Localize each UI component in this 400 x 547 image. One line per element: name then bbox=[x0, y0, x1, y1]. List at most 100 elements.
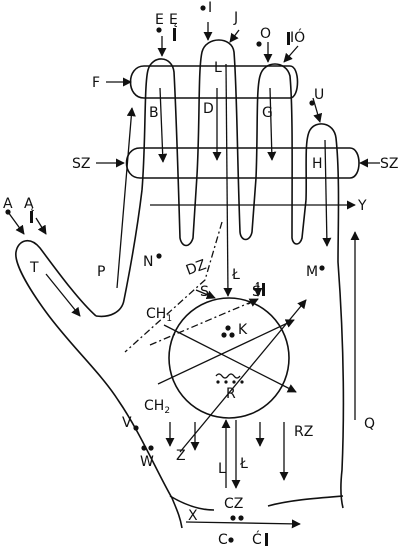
arrow-g bbox=[267, 87, 277, 161]
label-rz: RZ bbox=[294, 424, 313, 440]
arrow-a bbox=[7, 211, 25, 235]
dot-k-1 bbox=[225, 325, 231, 331]
label-y: Y bbox=[357, 198, 367, 214]
arrow-ch1 bbox=[163, 324, 297, 393]
label-sz-right: SZ bbox=[380, 156, 398, 172]
arrow-l-top bbox=[223, 63, 233, 297]
dot-cz-1 bbox=[230, 515, 236, 521]
label-l-bottom: L bbox=[218, 461, 226, 477]
dot-r-4 bbox=[240, 380, 244, 384]
label-l-stroke: Ł bbox=[231, 267, 240, 283]
dot-w-2 bbox=[148, 445, 154, 451]
arrow-s bbox=[195, 289, 216, 300]
label-ch1: CH1 bbox=[146, 306, 172, 324]
label-l-stroke-bottom: Ł bbox=[239, 456, 248, 472]
arrow-ch2 bbox=[157, 319, 295, 385]
little-finger-outline bbox=[305, 123, 340, 263]
dot-a bbox=[5, 209, 11, 215]
label-a: A bbox=[3, 196, 13, 212]
dot-k-2 bbox=[221, 332, 227, 338]
bar-io bbox=[287, 32, 290, 45]
thumb-outline bbox=[15, 240, 183, 529]
dot-k-3 bbox=[229, 332, 235, 338]
label-cz: CZ bbox=[224, 496, 243, 512]
wrist-crease-right bbox=[267, 495, 344, 507]
index-finger-outline bbox=[141, 58, 198, 247]
dot-w-1 bbox=[141, 445, 147, 451]
dz-line-right bbox=[149, 299, 257, 346]
letter-labels: E Ę I J O IÓ F L U B D G SZ H SZ Y A Ą T… bbox=[3, 0, 398, 547]
label-l-top: L bbox=[214, 60, 222, 76]
arrow-a-ogonek bbox=[35, 217, 47, 235]
label-q: Q bbox=[364, 416, 375, 432]
label-r: R bbox=[226, 386, 236, 402]
dot-r-3 bbox=[232, 380, 236, 384]
dot-i-top bbox=[200, 5, 206, 11]
dot-cz-2 bbox=[238, 515, 244, 521]
label-sz-left: SZ bbox=[72, 156, 90, 172]
middle-finger-outline bbox=[196, 39, 257, 241]
wrist-crease-left bbox=[169, 495, 215, 511]
label-b: B bbox=[149, 105, 159, 121]
label-ch2: CH2 bbox=[144, 398, 170, 416]
label-dz: DZ bbox=[184, 257, 209, 279]
markers bbox=[5, 5, 325, 546]
palm-circle bbox=[168, 297, 290, 419]
arrow-b bbox=[158, 87, 168, 163]
label-c-acute: Ć bbox=[252, 530, 262, 547]
dot-o bbox=[256, 41, 262, 47]
arrow-io bbox=[283, 45, 299, 63]
dz-line-left bbox=[124, 221, 223, 353]
dot-m bbox=[319, 265, 325, 271]
bar-c-acute bbox=[265, 533, 268, 546]
dot-n bbox=[156, 253, 162, 259]
label-o: O bbox=[260, 26, 271, 42]
label-k: K bbox=[238, 322, 248, 338]
ring-finger-outline bbox=[255, 63, 307, 245]
palm-left-edge bbox=[95, 189, 143, 318]
label-t: T bbox=[29, 260, 39, 276]
label-v: V bbox=[122, 415, 132, 431]
arrow-p bbox=[116, 107, 136, 289]
label-a-ogonek: Ą bbox=[24, 196, 34, 212]
label-d: D bbox=[203, 101, 214, 117]
dot-v bbox=[133, 425, 139, 431]
bar-s-acute bbox=[262, 283, 265, 296]
hand-outline bbox=[15, 39, 345, 529]
ring-band-middle bbox=[125, 147, 360, 179]
label-h: H bbox=[312, 156, 323, 172]
label-c: C bbox=[218, 532, 228, 547]
label-x: X bbox=[188, 508, 198, 524]
bar-e-ogonek bbox=[173, 28, 176, 41]
label-z: Z bbox=[176, 448, 186, 464]
label-m: M bbox=[306, 264, 318, 280]
label-i-top: I bbox=[208, 0, 212, 16]
palm-right-edge bbox=[337, 261, 345, 509]
dot-e bbox=[156, 27, 162, 33]
dot-u bbox=[309, 100, 315, 106]
label-u: U bbox=[314, 87, 324, 103]
dot-r-2 bbox=[224, 380, 228, 384]
label-w: W bbox=[140, 454, 154, 470]
label-e: E bbox=[155, 12, 164, 28]
arrows bbox=[7, 22, 380, 529]
label-n: N bbox=[143, 254, 153, 270]
arrow-h bbox=[322, 139, 332, 247]
label-s-acute: Ś bbox=[252, 282, 261, 300]
label-g: G bbox=[262, 105, 273, 121]
arrow-dz bbox=[247, 298, 259, 307]
label-p: P bbox=[97, 264, 105, 280]
arrow-t bbox=[45, 273, 81, 317]
label-j: J bbox=[233, 10, 238, 26]
arrow-x bbox=[185, 519, 301, 529]
label-io: IÓ bbox=[290, 28, 305, 46]
arrow-j bbox=[229, 29, 240, 43]
dot-c bbox=[228, 537, 234, 543]
label-e-ogonek: Ę bbox=[169, 12, 178, 28]
label-s: S bbox=[200, 284, 209, 300]
r-wave-mark bbox=[215, 373, 241, 379]
bar-a-ogonek bbox=[30, 211, 33, 223]
dot-r-1 bbox=[216, 380, 220, 384]
arrow-z-long bbox=[179, 299, 307, 453]
